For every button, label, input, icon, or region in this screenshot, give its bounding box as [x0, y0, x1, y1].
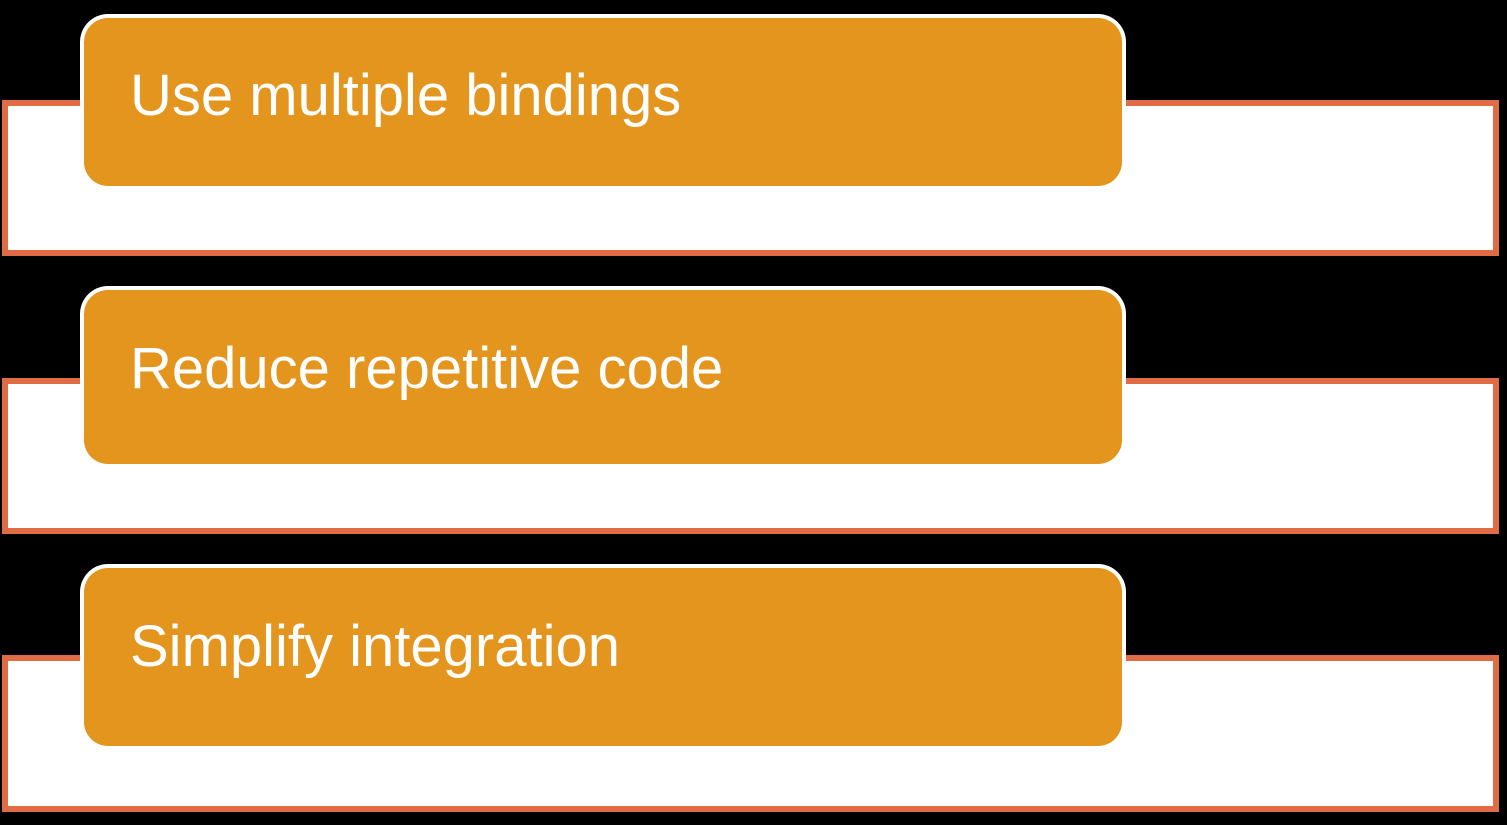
row-label-2: Reduce repetitive code — [130, 335, 724, 401]
row-label-3: Simplify integration — [130, 613, 620, 679]
row-label-1: Use multiple bindings — [130, 62, 682, 128]
row-pill-1[interactable]: Use multiple bindings — [84, 18, 1122, 186]
row-pill-2[interactable]: Reduce repetitive code — [84, 290, 1122, 464]
row-pill-3[interactable]: Simplify integration — [84, 568, 1122, 746]
